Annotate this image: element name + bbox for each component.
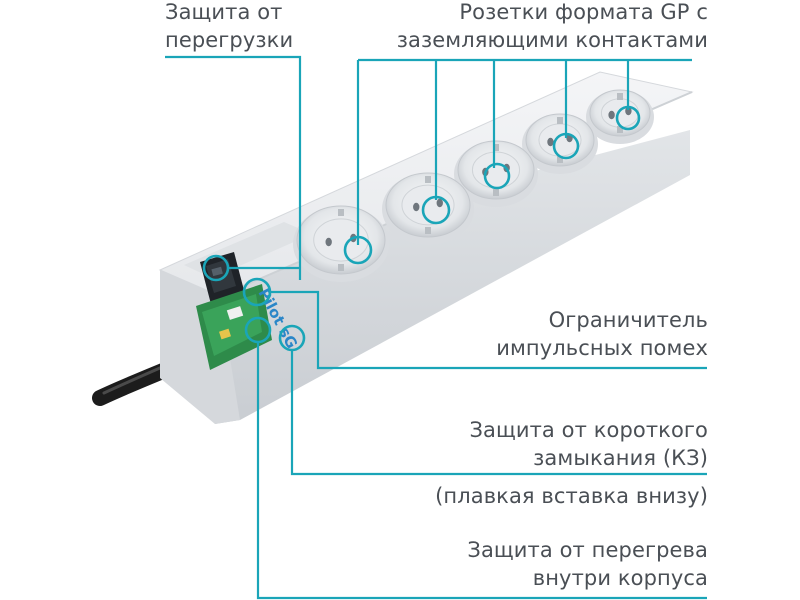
socket-icon — [454, 140, 538, 207]
label-line: заземляющими контактами — [396, 28, 708, 52]
socket-icon — [522, 113, 598, 174]
label-line: Защита от перегрева — [467, 538, 708, 562]
label-line: Защита от — [165, 0, 283, 24]
label-fuse-note: (плавкая вставка внизу) — [435, 482, 708, 510]
callout-line-short-circuit — [290, 350, 707, 476]
label-line: Защита от короткого — [469, 418, 708, 442]
callout-line-surge — [270, 290, 707, 370]
label-line: перегрузки — [165, 28, 294, 52]
socket-row — [293, 89, 654, 282]
label-overload-protection: Защита от перегрузки — [165, 0, 293, 54]
socket-icon — [586, 89, 654, 144]
callout-marker-socket-4 — [552, 132, 580, 160]
label-line: (плавкая вставка внизу) — [435, 484, 708, 508]
label-overheat-protection: Защита от перегрева внутри корпуса — [467, 536, 708, 592]
callout-marker-socket-2 — [421, 195, 451, 225]
label-gp-sockets: Розетки формата GP с заземляющими контак… — [397, 0, 708, 54]
callout-marker-socket-5 — [615, 105, 641, 131]
label-line: замыкания (КЗ) — [533, 446, 708, 470]
socket-icon — [293, 205, 389, 282]
callout-marker-socket-3 — [483, 162, 511, 190]
callout-line-overheat — [256, 342, 707, 600]
label-line: импульсных помех — [496, 336, 708, 360]
label-line: внутри корпуса — [532, 566, 708, 590]
callout-line-overload — [165, 55, 302, 280]
label-line: Ограничитель — [548, 308, 708, 332]
label-short-circuit-protection: Защита от короткого замыкания (КЗ) — [469, 416, 708, 472]
label-line: Розетки формата GP с — [459, 0, 708, 24]
socket-icon — [382, 172, 474, 245]
label-surge-limiter: Ограничитель импульсных помех — [496, 306, 708, 362]
callout-marker-socket-1 — [343, 235, 373, 265]
